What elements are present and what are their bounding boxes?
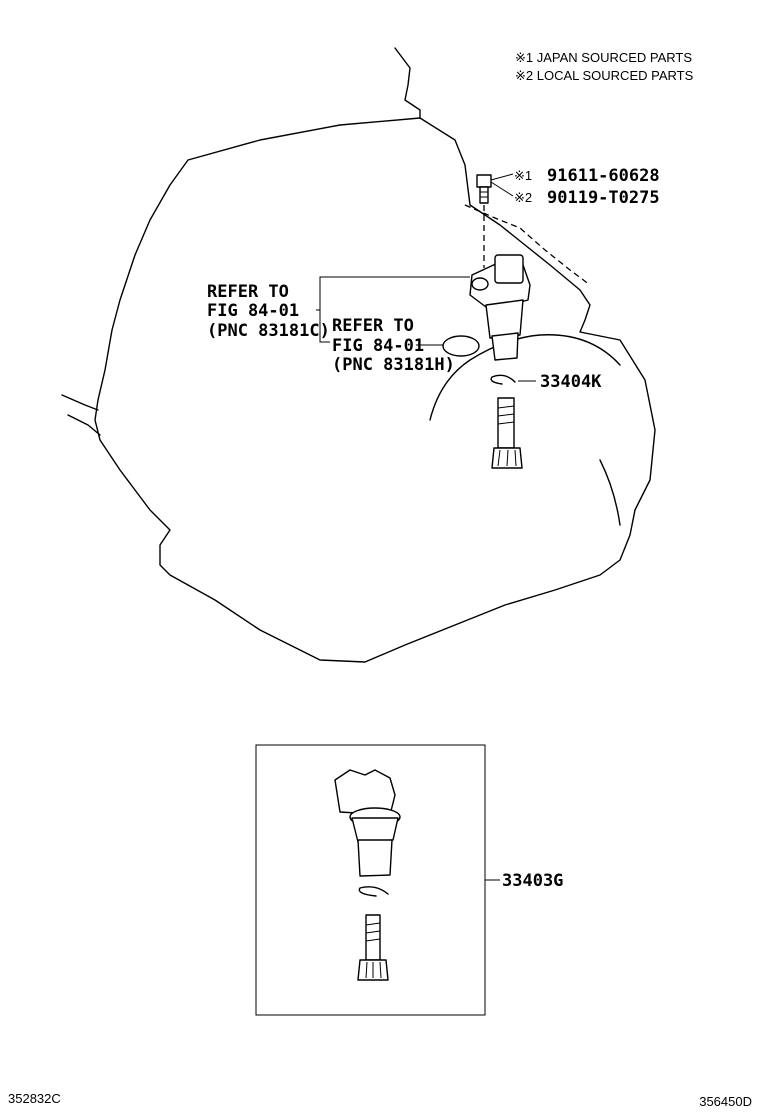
part1-mark: ※1 — [514, 168, 532, 183]
o-ring-icon — [442, 335, 480, 357]
refer2-line3: (PNC 83181H) — [332, 355, 455, 375]
driven-gear-icon — [491, 397, 523, 469]
refer1-line1: REFER TO — [207, 282, 289, 302]
refer1-line3: (PNC 83181C) — [207, 321, 330, 341]
refer1-line2: FIG 84-01 — [207, 301, 299, 321]
transmission-housing-outline — [94, 117, 656, 663]
part1-number: 91611-60628 — [547, 166, 660, 186]
refer2-line1: REFER TO — [332, 316, 414, 336]
housing-top-edge — [394, 47, 421, 119]
kit-gear-icon — [357, 914, 389, 981]
housing-inner-arc-lower — [599, 459, 621, 526]
speed-sensor-icon — [469, 254, 531, 361]
legend-line-2: ※2 LOCAL SOURCED PARTS — [515, 68, 694, 83]
footer-left-code: 352832C — [8, 1091, 61, 1106]
refer2-line2: FIG 84-01 — [332, 336, 424, 356]
kit-clip-icon — [358, 886, 389, 897]
sensor-bolt-icon — [476, 174, 492, 204]
legend-line-1: ※1 JAPAN SOURCED PARTS — [515, 50, 692, 65]
bolt-leader-1 — [490, 173, 514, 181]
clip-icon — [490, 374, 516, 385]
footer-right-code: 356450D — [699, 1094, 752, 1109]
clip-part-number: 33404K — [540, 372, 602, 392]
part2-mark: ※2 — [514, 190, 532, 205]
bolt-leader-2 — [490, 181, 514, 197]
part2-number: 90119-T0275 — [547, 188, 660, 208]
housing-left-arm — [61, 394, 101, 436]
kit-part-number: 33403G — [502, 871, 563, 891]
kit-sensor-icon — [334, 769, 401, 877]
